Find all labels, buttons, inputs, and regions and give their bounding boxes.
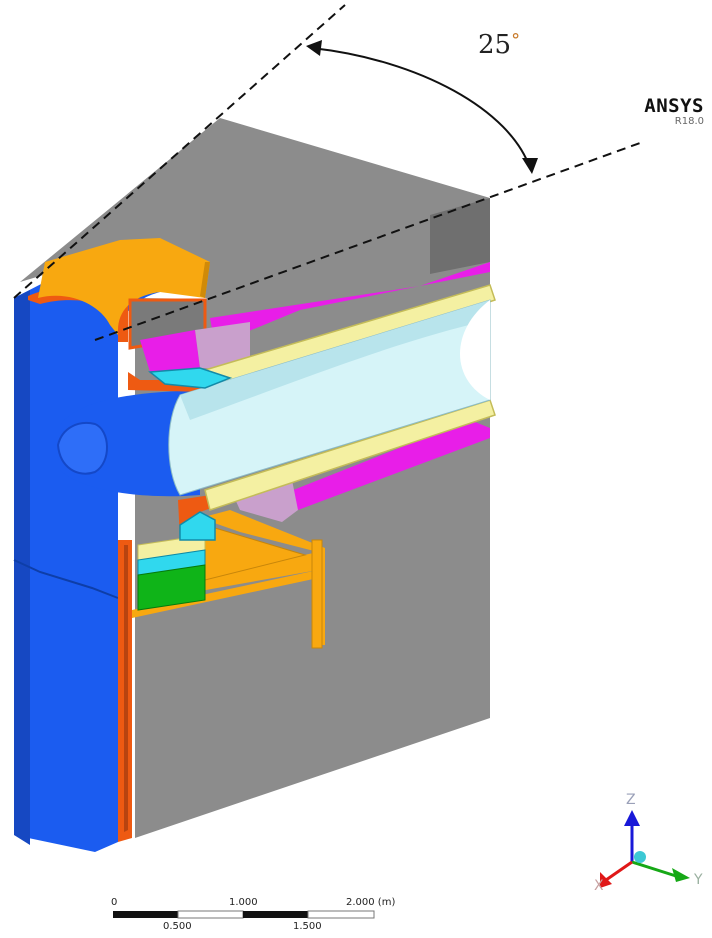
lavender-upper-inner	[195, 322, 250, 370]
blue-shell-side-face	[14, 290, 30, 845]
brand-name: ANSYS	[644, 95, 704, 117]
dashed-sector-line-left	[13, 4, 346, 299]
triad-z-label: Z	[626, 792, 636, 808]
scale-label-2000: 2.000 (m)	[346, 897, 396, 908]
light-cyan-bore	[168, 299, 491, 496]
amber-lower-strip	[132, 570, 318, 618]
triad-x-label: X	[594, 878, 604, 894]
orange-red-inner-wall-stripe	[124, 545, 128, 832]
cyan-lower-ring	[179, 511, 216, 541]
pale-yellow-lower-tube	[204, 399, 496, 511]
blue-outer-shell	[14, 282, 160, 852]
amber-vertical-post	[311, 539, 323, 649]
green-block	[137, 564, 206, 611]
amber-cap-edge	[200, 262, 210, 298]
magenta-upper-inner	[140, 330, 200, 372]
angle-arrowhead-top	[306, 40, 322, 56]
bore-inner-shadow	[180, 300, 490, 420]
amber-top-cap	[38, 238, 210, 335]
magenta-lower-slab	[268, 420, 490, 520]
top-gray-slab-edge	[430, 198, 490, 282]
angle-label: 25°	[478, 30, 520, 60]
dashed-sector-line-right	[94, 142, 641, 341]
angle-arc	[311, 47, 531, 169]
angle-value: 25	[478, 30, 512, 60]
scale-label-1000: 1.000	[229, 897, 258, 908]
coordinate-triad: Z Y X	[594, 792, 703, 894]
orange-red-lower-seal	[178, 492, 240, 540]
bore-end-opening	[460, 300, 490, 400]
ansys-brand: ANSYS R18.0	[644, 96, 704, 128]
amber-lower-bracket	[150, 510, 325, 645]
triad-y-label: Y	[693, 872, 703, 888]
scale-label-0: 0	[111, 897, 118, 908]
brand-version: R18.0	[674, 116, 704, 127]
scale-label-0500: 0.500	[163, 921, 192, 932]
angle-arrowhead-bottom	[522, 158, 538, 174]
cyan-upper-ring	[148, 367, 233, 389]
angle-unit: °	[511, 30, 521, 51]
scale-label-1500: 1.500	[293, 921, 322, 932]
blue-port-hole	[56, 422, 108, 475]
top-gray-slab	[20, 118, 490, 318]
blue-shell-seam	[13, 559, 119, 599]
scale-bar	[113, 910, 375, 919]
